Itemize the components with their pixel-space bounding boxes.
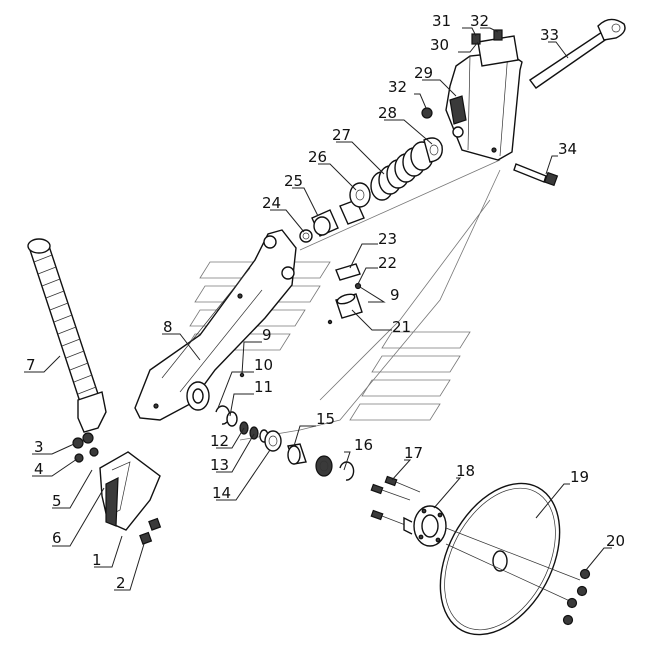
part-19-disc — [439, 482, 581, 636]
callout-30: 30 — [430, 36, 449, 54]
part-9-point-upper — [327, 319, 333, 325]
callout-3: 3 — [34, 438, 44, 456]
callout-27: 27 — [332, 126, 351, 144]
callout-9-lower: 9 — [262, 326, 272, 344]
callout-2: 2 — [116, 574, 126, 592]
callout-11: 11 — [254, 378, 273, 396]
callout-26: 26 — [308, 148, 327, 166]
leader-lines — [24, 27, 612, 591]
part-21-pin — [335, 293, 363, 319]
callout-21: 21 — [392, 318, 411, 336]
callout-10: 10 — [254, 356, 273, 374]
callout-9-upper: 9 — [390, 286, 400, 304]
callout-19: 19 — [570, 468, 589, 486]
part-15-bushing — [287, 443, 333, 477]
part-16-circlip — [339, 461, 355, 481]
part-18-hub — [403, 505, 447, 547]
callout-16: 16 — [354, 436, 373, 454]
part-24-nut — [299, 229, 313, 243]
part-20-nuts — [562, 568, 591, 626]
callout-12: 12 — [210, 432, 229, 450]
callout-8: 8 — [163, 318, 173, 336]
part-7-corrugated-tube — [27, 238, 107, 433]
part-2-bolt — [139, 517, 162, 545]
callout-28: 28 — [378, 104, 397, 122]
part-23-pin — [335, 263, 361, 281]
callout-33: 33 — [540, 26, 559, 44]
callout-20: 20 — [606, 532, 625, 550]
callout-4: 4 — [34, 460, 44, 478]
callout-23: 23 — [378, 230, 397, 248]
callout-18: 18 — [456, 462, 475, 480]
part-1-shoe — [99, 451, 161, 531]
part-29-bracket — [445, 51, 523, 161]
callout-labels: 1 2 3 4 5 6 7 8 9 9 10 11 12 13 14 15 16… — [26, 12, 625, 592]
callout-25: 25 — [284, 172, 303, 190]
callout-34: 34 — [558, 140, 577, 158]
part-25-nut — [311, 209, 339, 237]
part-14-bearing — [264, 430, 282, 452]
part-34-bolt — [513, 163, 559, 187]
callout-14: 14 — [212, 484, 231, 502]
callout-29: 29 — [414, 64, 433, 82]
part-11-12-13-washers — [226, 411, 269, 443]
callout-17: 17 — [404, 444, 423, 462]
callout-32-side: 32 — [388, 78, 407, 96]
part-17-bolts — [370, 475, 421, 527]
callout-22: 22 — [378, 254, 397, 272]
part-28-cap — [423, 137, 443, 163]
callout-5: 5 — [52, 492, 62, 510]
part-8-arm — [134, 229, 297, 421]
part-3-4-nuts — [72, 432, 99, 463]
callout-1: 1 — [92, 551, 102, 569]
callout-15: 15 — [316, 410, 335, 428]
callout-13: 13 — [210, 456, 229, 474]
callout-24: 24 — [262, 194, 281, 212]
callout-7: 7 — [26, 356, 36, 374]
callout-31: 31 — [432, 12, 451, 30]
part-22-clip — [354, 282, 362, 290]
callout-6: 6 — [52, 529, 62, 547]
callout-32-top: 32 — [470, 12, 489, 30]
part-33-shaft — [528, 18, 626, 89]
